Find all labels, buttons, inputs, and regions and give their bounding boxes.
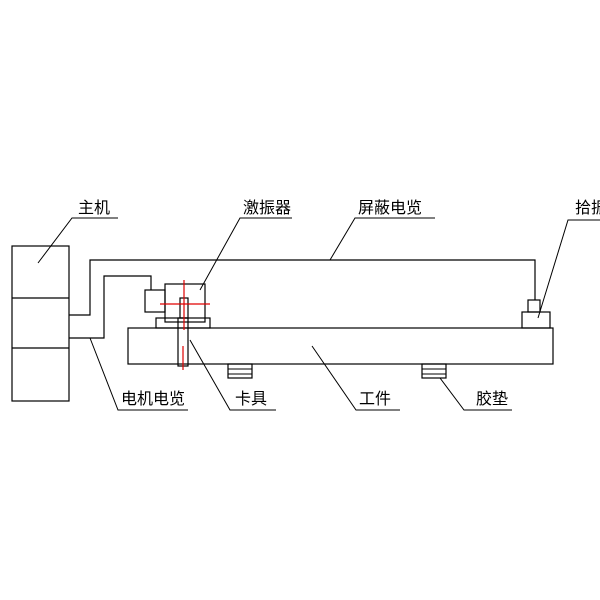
- motor-cable-line: [69, 275, 152, 339]
- crosshair-marks: [160, 280, 210, 370]
- label-rubber-pad: 胶垫: [476, 389, 508, 408]
- host-unit: [11, 245, 70, 402]
- label-motor-cable: 电机电览: [121, 389, 185, 408]
- label-shielded-cable: 屏蔽电览: [358, 198, 422, 217]
- label-exciter: 激振器: [243, 198, 291, 217]
- rubber-pad-left: [227, 363, 253, 379]
- pickup-sensor: [521, 299, 551, 329]
- workpiece-beam: [127, 327, 554, 365]
- leader-lines: [37, 217, 600, 411]
- label-host: 主机: [78, 198, 110, 217]
- rubber-pad-right: [421, 363, 447, 379]
- label-clamp: 卡具: [235, 389, 267, 408]
- label-workpiece: 工件: [359, 389, 391, 408]
- label-pickup: 拾振: [575, 198, 600, 217]
- shielded-cable-line: [69, 259, 536, 316]
